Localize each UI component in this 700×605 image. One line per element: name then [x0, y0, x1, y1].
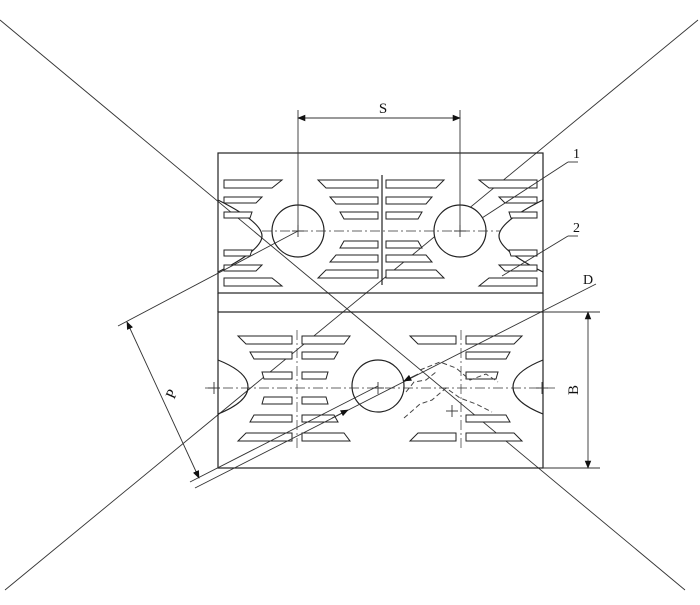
leader-d: D: [194, 273, 597, 489]
dimension-b-label: B: [566, 385, 582, 395]
upper-center-slots: [316, 179, 446, 279]
hidden-outline-a: [419, 361, 499, 383]
callout-1: 1: [481, 147, 580, 219]
diagonal-line-down: [0, 19, 686, 591]
lower-plate: [205, 293, 555, 469]
dimension-p-label: P: [163, 387, 181, 401]
dimension-s-label: S: [379, 101, 387, 117]
dimension-s: S: [297, 101, 461, 231]
lower-right-slots: [408, 335, 524, 442]
upper-right-notch: [498, 199, 544, 273]
leader-d-label: D: [583, 273, 593, 288]
upper-right-slots: [477, 179, 538, 287]
cross-out-lines: [0, 19, 699, 591]
upper-plate-outline: [217, 152, 544, 294]
leader-d-line: [194, 283, 597, 489]
callout-2: 2: [501, 221, 580, 277]
callout-2-label: 2: [573, 221, 580, 236]
callout-1-label: 1: [573, 147, 580, 162]
upper-plate: [217, 152, 544, 294]
diagonal-line-up: [4, 19, 699, 591]
lower-left-notch: [217, 359, 249, 415]
lower-plate-outline: [217, 311, 544, 469]
hidden-outline-c: [405, 371, 437, 393]
lower-right-notch: [512, 359, 544, 415]
dimension-b: B: [543, 311, 600, 469]
